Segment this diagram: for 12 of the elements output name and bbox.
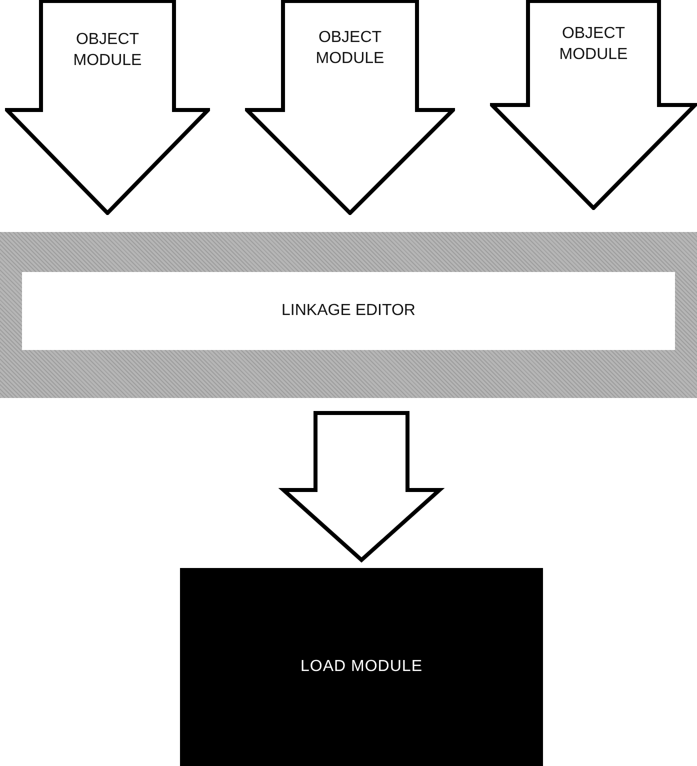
node-label: OBJECT MODULE	[558, 24, 629, 65]
shaded-band	[0, 232, 697, 398]
block-arrow	[278, 411, 445, 563]
editor-box	[22, 272, 675, 350]
node-label: LOAD MODULE	[300, 656, 422, 677]
node-label: LINKAGE EDITOR	[282, 300, 416, 321]
module-arrow-shape	[5, 0, 210, 215]
node-label: OBJECT MODULE	[314, 28, 386, 69]
node-label: OBJECT MODULE	[72, 30, 143, 71]
module-box	[180, 568, 543, 766]
module-arrow-shape	[490, 0, 697, 210]
module-arrow-shape	[245, 0, 455, 215]
